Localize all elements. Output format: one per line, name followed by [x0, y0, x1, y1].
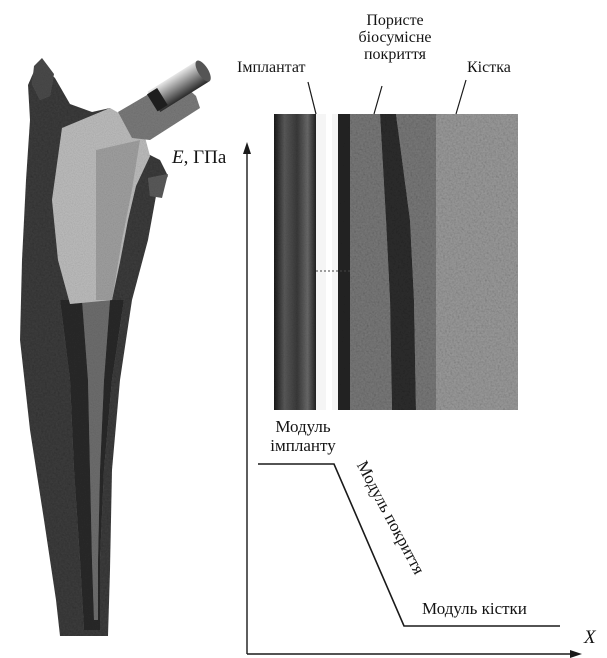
bone-modulus-label: Модуль кістки [422, 600, 527, 617]
y-axis-arrow [243, 142, 251, 154]
bone-leader [456, 80, 466, 114]
porous-coating-label: Пористе біосумісне покриття [340, 12, 450, 63]
implant-leader [308, 82, 316, 114]
implant-label: Імплантат [237, 60, 306, 76]
x-axis-label: X [584, 628, 596, 647]
femur-calcar [148, 174, 168, 198]
y-axis-unit: , ГПа [184, 147, 227, 168]
y-axis-symbol: E [172, 147, 184, 168]
porous-coating-label-text: Пористе біосумісне покриття [359, 12, 432, 63]
femur-implant-illustration [20, 58, 214, 636]
photo-implant-region [274, 114, 316, 410]
implant-modulus-label: Модуль імпланту [258, 417, 348, 455]
bone-label: Кістка [467, 60, 511, 76]
microstructure-photo [274, 114, 518, 410]
y-axis-label: E, ГПа [172, 148, 226, 167]
coating-leader [374, 86, 382, 114]
x-axis-arrow [570, 650, 582, 658]
photo-bone-region [436, 114, 518, 410]
label-leaders [308, 80, 466, 114]
